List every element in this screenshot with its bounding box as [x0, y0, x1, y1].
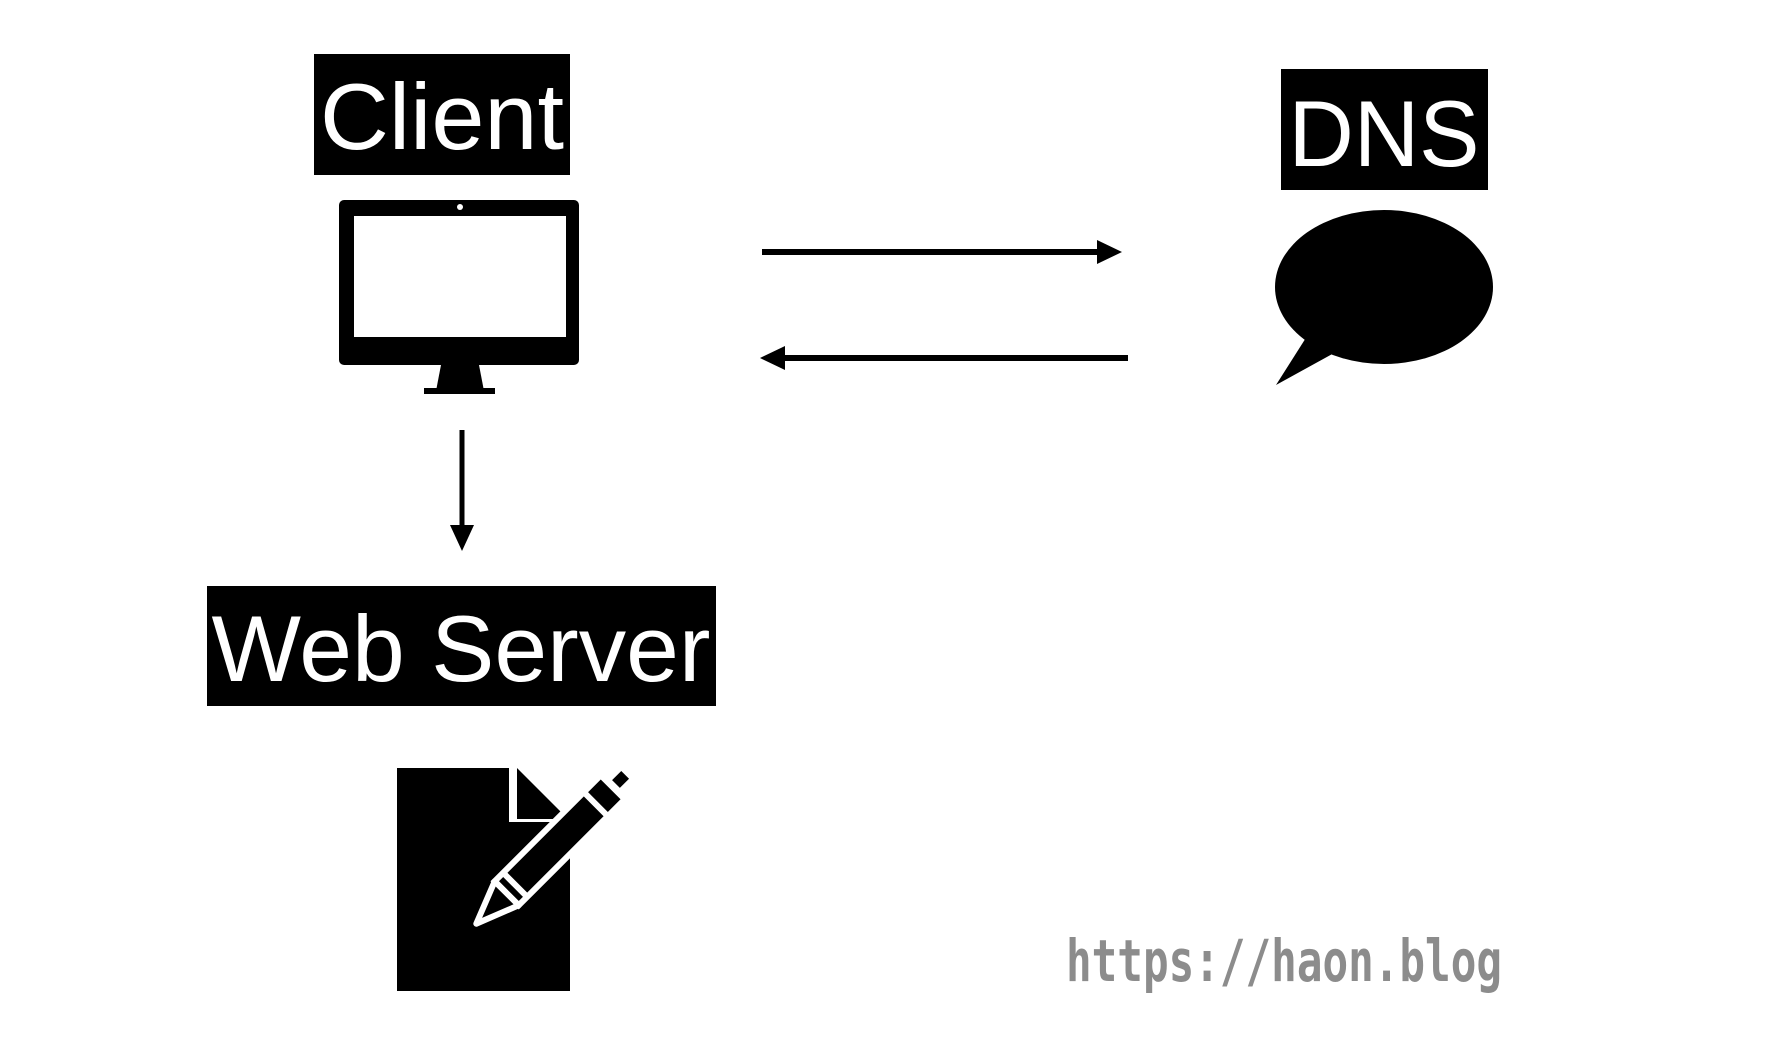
arrow-client-to-web-server: [450, 430, 474, 551]
speech-bubble-icon: [1275, 210, 1493, 385]
web-server-label-box: [207, 586, 716, 706]
watermark-url: https://haon.blog: [1066, 927, 1502, 995]
client-label: Client: [320, 64, 564, 169]
arrow-dns-to-client: [760, 346, 1128, 370]
dns-node: DNS: [1275, 69, 1493, 385]
client-node: Client: [314, 54, 579, 394]
client-label-box: [314, 54, 570, 175]
dns-label: DNS: [1289, 81, 1480, 186]
web-server-label: Web Server: [212, 596, 711, 701]
document-edit-icon: [397, 763, 637, 991]
arrow-client-to-dns: [762, 240, 1122, 264]
monitor-icon: [339, 200, 579, 394]
web-server-node: Web Server: [207, 586, 716, 991]
dns-label-box: [1281, 69, 1488, 190]
